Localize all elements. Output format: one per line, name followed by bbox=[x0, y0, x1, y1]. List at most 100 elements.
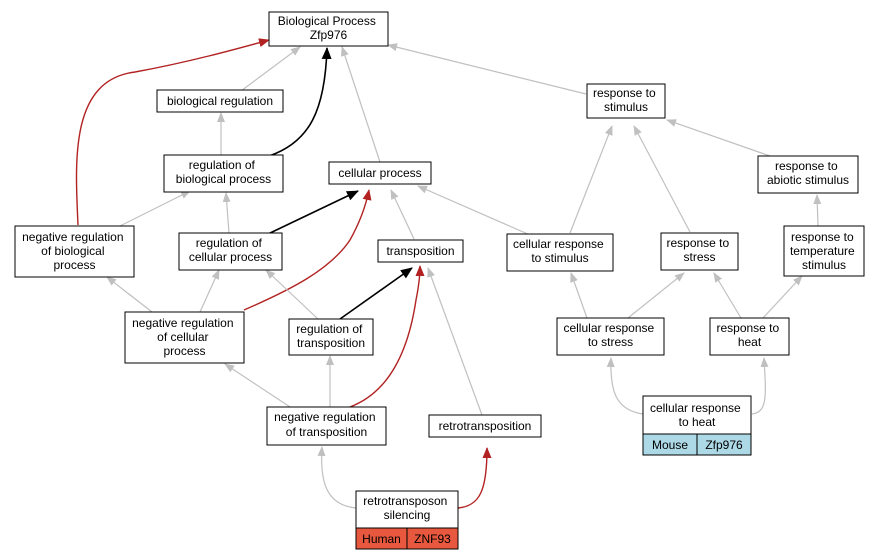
edge-response-abiotic-to-response-to-stimulus bbox=[666, 119, 771, 157]
node-response-to-abiotic-stimulus[interactable]: response to abiotic stimulus bbox=[757, 155, 859, 194]
svg-text:transposition: transposition bbox=[386, 244, 454, 258]
svg-text:cellular response to h: cellular response to heat bbox=[650, 401, 744, 429]
gene-label: ZNF93 bbox=[414, 532, 451, 546]
node-label-line: stimulus bbox=[604, 100, 648, 114]
node-retrotransposon-silencing[interactable]: retrotransposon silencing Human ZNF93 bbox=[355, 490, 459, 550]
edge-cellular-response-stress-to-cellular-response-stimulus bbox=[570, 272, 588, 319]
node-label-line: negative regulation bbox=[132, 316, 233, 330]
edge-cellular-response-heat-to-cellular-response-stress bbox=[606, 357, 644, 415]
edge-regulation-cellular-process-to-cellular-process bbox=[267, 190, 359, 235]
edge-negative-regulation-transposition-to-negative-regulation-cellular-process bbox=[224, 363, 291, 408]
svg-text:biological regulation: biological regulation bbox=[167, 94, 273, 108]
svg-text:cellular process: cellular process bbox=[338, 166, 421, 180]
gene-label: Zfp976 bbox=[705, 438, 743, 452]
node-regulation-of-cellular-process[interactable]: regulation of cellular process bbox=[178, 232, 283, 271]
node-negative-regulation-of-biological-process[interactable]: negative regulation of biological proces… bbox=[14, 225, 135, 278]
node-biological-process-root[interactable]: Biological Process Zfp976 bbox=[268, 11, 389, 47]
node-retrotransposition[interactable]: retrotransposition bbox=[428, 414, 542, 438]
edge-cellular-process-to-root bbox=[341, 46, 381, 163]
node-label-line: response to bbox=[593, 86, 656, 100]
edge-regulation-transposition-to-regulation-cellular-process bbox=[265, 269, 319, 320]
edge-cellular-response-heat-to-response-heat bbox=[751, 357, 769, 415]
edge-regulation-biological-process-to-root bbox=[268, 47, 332, 157]
node-label-line: cellular response bbox=[650, 401, 741, 415]
node-label-line: cellular response bbox=[513, 237, 604, 251]
node-label-line: Zfp976 bbox=[310, 28, 348, 42]
svg-text:negative regulation of: negative regulation of transposition bbox=[274, 410, 379, 439]
node-label-line: heat bbox=[738, 335, 762, 349]
node-label-line: temperature bbox=[790, 244, 855, 258]
node-label-line: response to bbox=[666, 236, 729, 250]
edge-regulation-cellular-process-to-regulation-biological-process bbox=[222, 192, 231, 234]
node-negative-regulation-of-cellular-process[interactable]: negative regulation of cellular process bbox=[124, 311, 245, 364]
edge-negative-regulation-cellular-process-to-regulation-cellular-process bbox=[199, 269, 220, 313]
node-label-line: regulation of bbox=[296, 322, 363, 336]
node-label-line: regulation of bbox=[189, 158, 256, 172]
svg-text:Biological Process Zfp: Biological Process Zfp976 bbox=[278, 14, 379, 42]
edge-retrotransposition-to-transposition bbox=[427, 267, 483, 416]
edge-response-temperature-to-response-abiotic bbox=[813, 194, 822, 227]
node-response-to-stimulus[interactable]: response to stimulus bbox=[586, 83, 666, 119]
node-cellular-response-to-stimulus[interactable]: cellular response to stimulus bbox=[506, 233, 614, 272]
node-label-line: transposition bbox=[386, 244, 454, 258]
svg-text:cellular response to s: cellular response to stress bbox=[563, 321, 657, 349]
edge-response-to-stimulus-to-root bbox=[387, 43, 587, 95]
node-label-line: of transposition bbox=[286, 425, 367, 439]
node-label-line: abiotic stimulus bbox=[767, 173, 849, 187]
node-label-line: negative regulation bbox=[22, 230, 123, 244]
edge-transposition-to-cellular-process bbox=[390, 189, 415, 240]
human-annotation-row: Human ZNF93 bbox=[355, 527, 459, 550]
node-response-to-stress[interactable]: response to stress bbox=[660, 232, 739, 271]
node-label-line: biological process bbox=[176, 172, 271, 186]
node-label-line: cellular process bbox=[189, 250, 272, 264]
node-response-to-temperature-stimulus[interactable]: response to temperature stimulus bbox=[783, 225, 865, 277]
node-label-line: of biological bbox=[41, 244, 104, 258]
edge-response-heat-to-response-temperature bbox=[762, 275, 803, 319]
node-response-to-heat[interactable]: response to heat bbox=[709, 317, 790, 356]
node-label-line: retrotransposition bbox=[439, 419, 532, 433]
nodes: Biological Process Zfp976 biological reg… bbox=[14, 11, 865, 550]
svg-text:response to temperatur: response to temperature stimulus bbox=[790, 230, 858, 272]
node-label-line: to stimulus bbox=[531, 251, 588, 265]
edge-negative-regulation-cellular-process-to-negative-regulation-biological-process bbox=[106, 276, 153, 313]
edge-negative-regulation-biological-process-to-root bbox=[75, 38, 270, 226]
node-label-line: stimulus bbox=[802, 258, 846, 272]
node-biological-regulation[interactable]: biological regulation bbox=[156, 89, 284, 113]
edge-negative-regulation-biological-process-to-regulation-biological-process bbox=[119, 190, 191, 227]
node-cellular-response-to-stress[interactable]: cellular response to stress bbox=[556, 317, 665, 356]
edge-negative-regulation-transposition-to-transposition bbox=[349, 265, 425, 408]
edge-negative-regulation-cellular-process-to-cellular-process bbox=[243, 189, 372, 311]
svg-text:response to stimulus: response to stimulus bbox=[593, 86, 659, 114]
edge-cellular-response-stimulus-to-cellular-process bbox=[417, 185, 531, 236]
edge-retrotransposon-silencing-to-negative-regulation-transposition bbox=[317, 446, 357, 509]
svg-text:retrotransposon silenc: retrotransposon silencing bbox=[363, 494, 450, 522]
svg-text:response to heat: response to heat bbox=[716, 321, 782, 349]
edge-cellular-response-stress-to-response-to-stress bbox=[627, 272, 685, 319]
svg-text:retrotransposition: retrotransposition bbox=[439, 419, 532, 433]
edge-retrotransposon-silencing-to-retrotransposition bbox=[457, 447, 492, 509]
node-negative-regulation-of-transposition[interactable]: negative regulation of transposition bbox=[266, 406, 387, 446]
node-label-line: to heat bbox=[679, 415, 716, 429]
svg-text:response to abiotic st: response to abiotic stimulus bbox=[767, 159, 849, 187]
node-label-line: silencing bbox=[384, 508, 431, 522]
node-regulation-of-biological-process[interactable]: regulation of biological process bbox=[163, 154, 284, 193]
node-transposition[interactable]: transposition bbox=[377, 239, 464, 263]
species-label: Mouse bbox=[652, 438, 688, 452]
node-label-line: negative regulation bbox=[274, 410, 375, 424]
node-label-line: cellular response bbox=[563, 321, 654, 335]
node-regulation-of-transposition[interactable]: regulation of transposition bbox=[288, 318, 374, 356]
node-label-line: response to bbox=[775, 159, 838, 173]
svg-text:regulation of biologic: regulation of biological process bbox=[176, 158, 271, 186]
node-cellular-process[interactable]: cellular process bbox=[328, 161, 432, 185]
species-label: Human bbox=[362, 532, 401, 546]
node-label-line: transposition bbox=[297, 336, 365, 350]
svg-text:regulation of cellular: regulation of cellular process bbox=[189, 236, 272, 264]
edges bbox=[75, 38, 822, 509]
node-cellular-response-to-heat[interactable]: cellular response to heat Mouse Zfp976 bbox=[642, 395, 752, 456]
node-label-line: to stress bbox=[588, 335, 633, 349]
svg-text:negative regulation of: negative regulation of biological proces… bbox=[22, 230, 127, 272]
node-label-line: Biological Process bbox=[278, 14, 376, 28]
svg-text:response to stress: response to stress bbox=[666, 236, 732, 264]
node-label-line: process bbox=[163, 344, 205, 358]
